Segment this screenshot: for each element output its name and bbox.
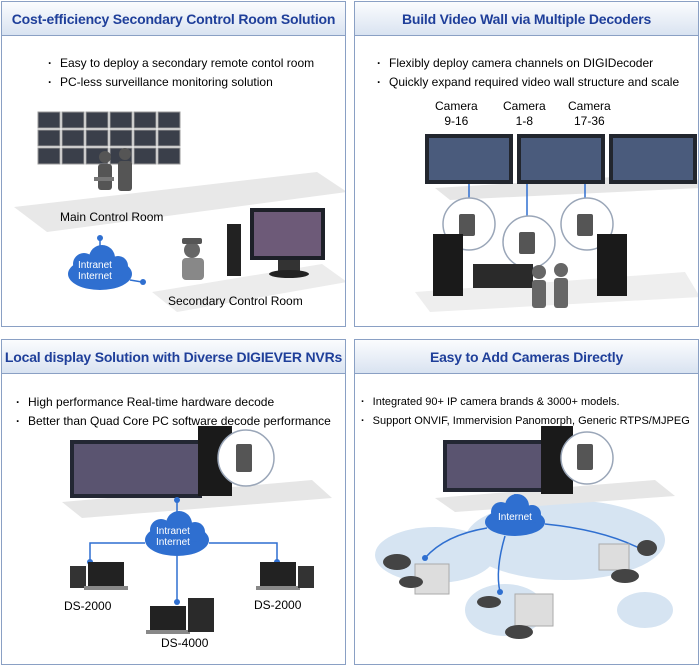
bullet-item: Easy to deploy a secondary remote contol… bbox=[48, 54, 314, 73]
cloud-label: Intranet Internet bbox=[78, 260, 112, 282]
video-wall-illustration bbox=[415, 134, 698, 312]
main-control-room-label: Main Control Room bbox=[60, 210, 164, 224]
panel-title: Easy to Add Cameras Directly bbox=[355, 340, 698, 374]
bullet-list: High performance Real-time hardware deco… bbox=[16, 393, 331, 431]
camera-label: Camera 1-8 bbox=[503, 99, 546, 128]
bullet-item: Quickly expand required video wall struc… bbox=[377, 73, 679, 92]
panel-local-display: Local display Solution with Diverse DIGI… bbox=[1, 339, 346, 665]
bullet-item: Integrated 90+ IP camera brands & 3000+ … bbox=[361, 393, 690, 412]
nvr-label-ds4000: DS-4000 bbox=[161, 636, 209, 650]
bullet-item: Better than Quad Core PC software decode… bbox=[16, 412, 331, 431]
cloud-label: Internet bbox=[498, 512, 532, 523]
secondary-room-illustration bbox=[182, 208, 325, 280]
panel-secondary-control-room: Cost-efficiency Secondary Control Room S… bbox=[1, 1, 346, 327]
bullet-list: Easy to deploy a secondary remote contol… bbox=[48, 54, 314, 92]
bullet-item: High performance Real-time hardware deco… bbox=[16, 393, 331, 412]
world-map-illustration bbox=[375, 426, 675, 639]
panel-title: Cost-efficiency Secondary Control Room S… bbox=[2, 2, 345, 36]
cloud-label: Intranet Internet bbox=[156, 526, 190, 548]
bullet-list: Integrated 90+ IP camera brands & 3000+ … bbox=[361, 393, 690, 431]
panel-add-cameras: Easy to Add Cameras Directly Integrated … bbox=[354, 339, 699, 665]
bullet-item: PC-less surveillance monitoring solution bbox=[48, 73, 314, 92]
local-display-illustration bbox=[62, 426, 332, 634]
bullet-item: Support ONVIF, Immervision Panomorph, Ge… bbox=[361, 412, 690, 431]
network-cloud-icon bbox=[68, 235, 146, 290]
secondary-control-room-label: Secondary Control Room bbox=[168, 294, 303, 308]
panel-video-wall: Build Video Wall via Multiple Decoders F… bbox=[354, 1, 699, 327]
bullet-list: Flexibly deploy camera channels on DIGID… bbox=[377, 54, 679, 92]
camera-label: Camera 9-16 bbox=[435, 99, 478, 128]
panel-title: Local display Solution with Diverse DIGI… bbox=[2, 340, 345, 374]
nvr-label-ds2000-left: DS-2000 bbox=[64, 599, 112, 613]
camera-label: Camera 17-36 bbox=[568, 99, 611, 128]
bullet-item: Flexibly deploy camera channels on DIGID… bbox=[377, 54, 679, 73]
nvr-label-ds2000-right: DS-2000 bbox=[254, 598, 302, 612]
panel-title: Build Video Wall via Multiple Decoders bbox=[355, 2, 698, 36]
